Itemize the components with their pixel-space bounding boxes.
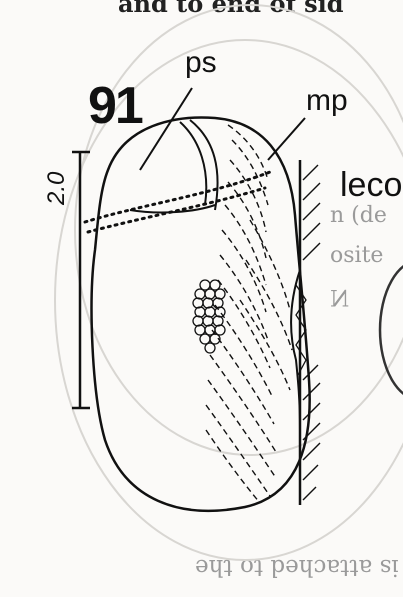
leader-lines [139, 87, 306, 171]
bleed-shapes [54, 4, 403, 561]
cell-pattern [192, 279, 226, 354]
substrate [290, 160, 321, 505]
label-leco: leco [340, 166, 403, 204]
label-ps: ps [185, 46, 217, 79]
scale-bar [72, 150, 90, 410]
bleed-text-line: n (de [330, 203, 387, 228]
micropyle-dotted-lines [83, 170, 272, 234]
figure-number: 91 [88, 77, 144, 135]
reticulation-hatching [205, 124, 293, 504]
label-mp: mp [306, 84, 348, 117]
scale-bar-value: 2.0 [43, 171, 70, 205]
page-header-fragment: and to end of sid [118, 0, 344, 18]
bleed-text-line: osite [330, 243, 384, 268]
